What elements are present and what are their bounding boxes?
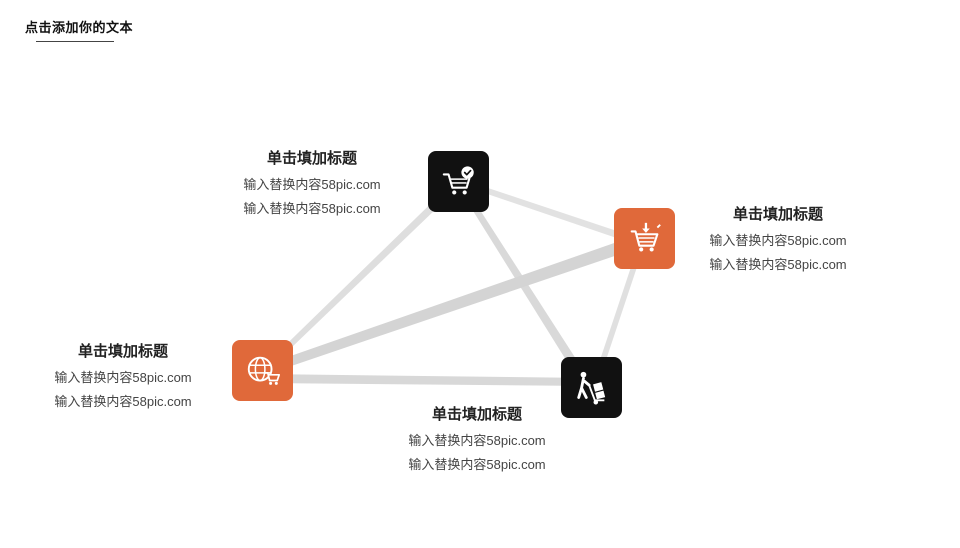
link-top-bottom [455,182,596,392]
node-heading: 单击填加标题 [77,343,168,360]
link-top-right [458,178,644,246]
node-right[interactable] [614,208,675,269]
text-block-right: 单击填加标题 输入替换内容58pic.com 输入替换内容58pic.com [693,206,863,277]
text-block-top: 单击填加标题 输入替换内容58pic.com 输入替换内容58pic.com [227,150,397,221]
node-heading: 单击填加标题 [431,406,522,423]
node-description-line: 输入替换内容58pic.com [709,257,847,272]
node-bottom[interactable] [561,357,622,418]
hand-truck-icon [576,371,605,405]
text-block-bottom: 单击填加标题 输入替换内容58pic.com 输入替换内容58pic.com [392,406,562,477]
node-description-line: 输入替换内容58pic.com [408,433,546,448]
globe-cart-icon [247,356,280,385]
cart-check-icon [442,165,474,195]
node-description-line: 输入替换内容58pic.com [54,370,192,385]
text-block-left: 单击填加标题 输入替换内容58pic.com 输入替换内容58pic.com [38,343,208,414]
title-underline [36,41,114,42]
node-description-line: 输入替换内容58pic.com [243,177,381,192]
link-left-right [262,234,644,376]
node-heading: 单击填加标题 [266,150,357,167]
page-title: 点击添加你的文本 [25,20,134,35]
node-description-line: 输入替换内容58pic.com [408,457,546,472]
link-left-bottom [262,374,592,386]
node-description-line: 输入替换内容58pic.com [243,201,381,216]
node-heading: 单击填加标题 [732,206,823,223]
node-description-line: 输入替换内容58pic.com [54,394,192,409]
node-top[interactable] [428,151,489,212]
node-description-line: 输入替换内容58pic.com [709,233,847,248]
link-right-bottom [590,240,646,390]
link-top-left [260,180,462,372]
node-left[interactable] [232,340,293,401]
cart-download-icon [630,222,661,252]
